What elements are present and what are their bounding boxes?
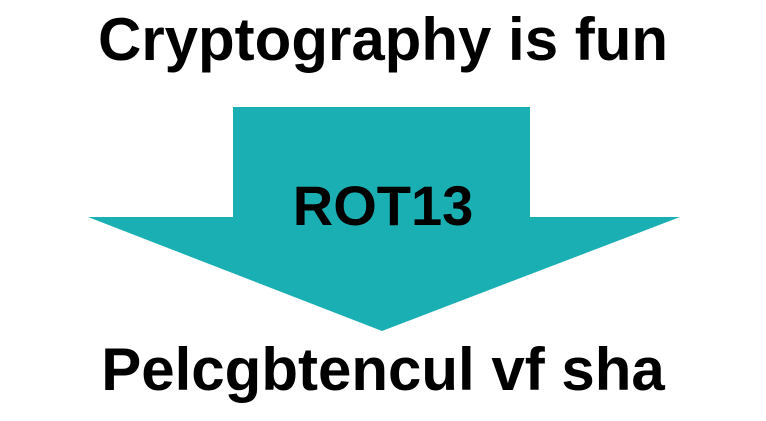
ciphertext-label: Pelcgbtencul vf sha [101,336,665,403]
plaintext-label: Cryptography is fun [97,6,669,73]
cipher-method-label: ROT13 [292,174,474,237]
